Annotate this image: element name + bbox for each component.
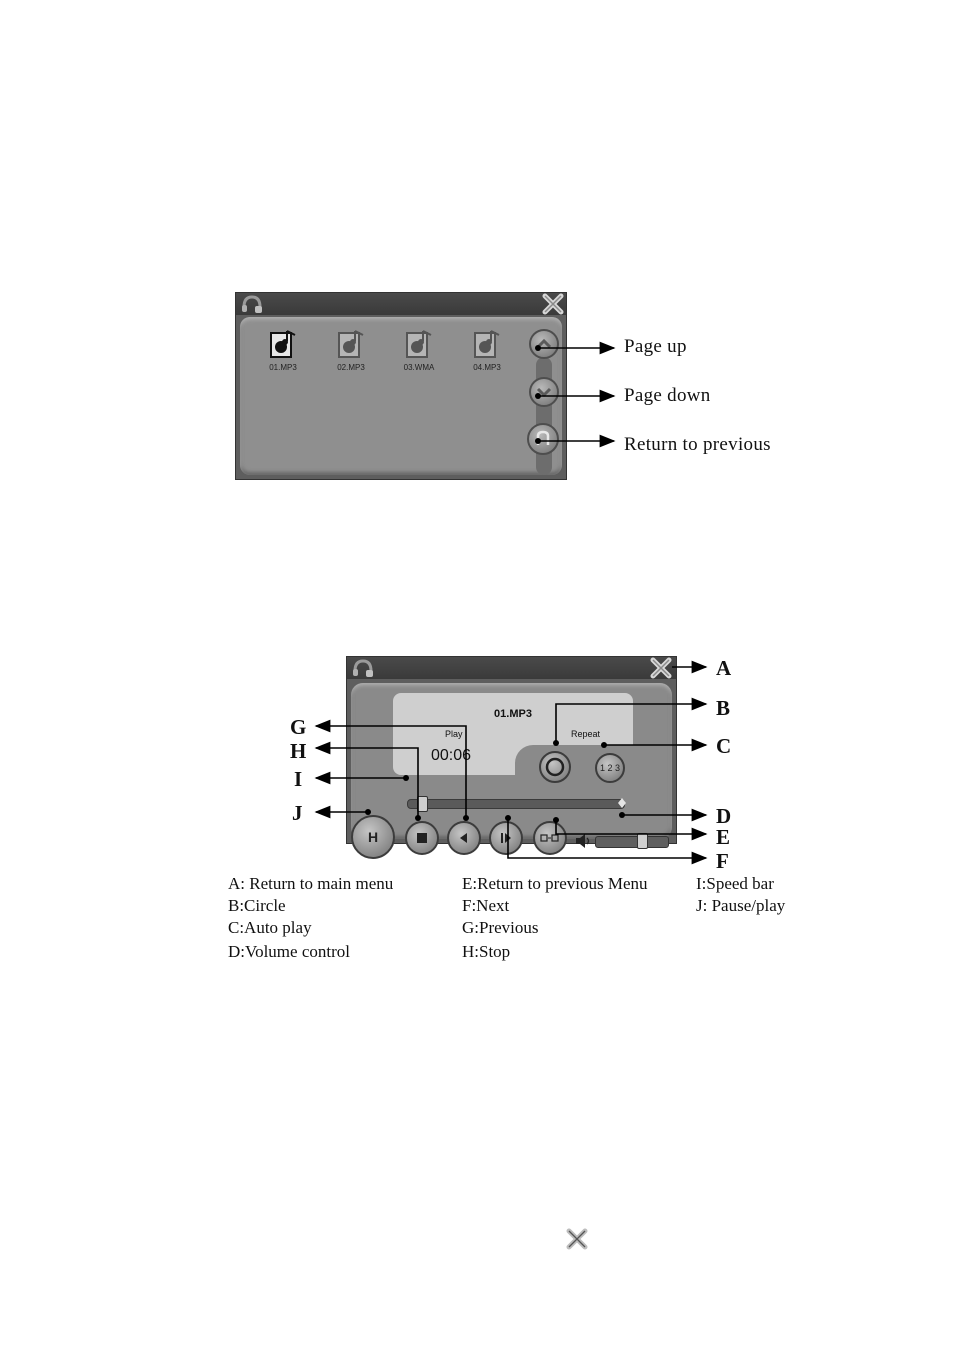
legend-item: C:Auto play — [228, 918, 393, 938]
close-icon — [566, 1228, 588, 1250]
legend-item: B:Circle — [228, 896, 393, 916]
legend-item: E:Return to previous Menu — [462, 874, 648, 894]
legend-item: A: Return to main menu — [228, 874, 393, 894]
legend-item: D:Volume control — [228, 942, 393, 962]
legend-item: F:Next — [462, 896, 648, 916]
legend-item: I:Speed bar — [696, 874, 785, 894]
legend-item: H:Stop — [462, 942, 648, 962]
legend-item: J: Pause/play — [696, 896, 785, 916]
legend-item: G:Previous — [462, 918, 648, 938]
